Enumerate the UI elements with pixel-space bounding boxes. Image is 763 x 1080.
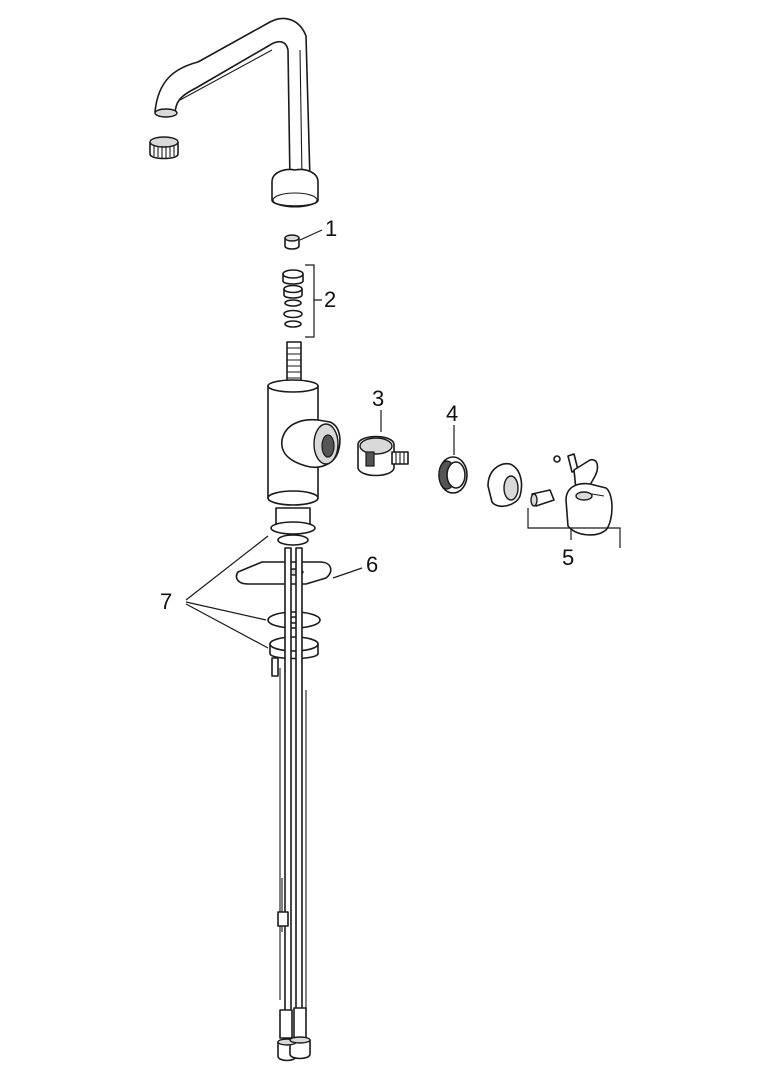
- spout: [154, 17, 319, 208]
- callout-5: 5: [562, 545, 574, 570]
- supply-hoses: [277, 547, 311, 1062]
- callout-1-leader: [299, 229, 323, 241]
- part-3-cartridge: [357, 435, 409, 477]
- aerator: [149, 136, 179, 160]
- part-4-nut: [438, 456, 468, 494]
- lower-nut: [269, 636, 319, 677]
- callout-1: 1: [325, 216, 337, 241]
- callout-4: 4: [446, 401, 458, 426]
- cover-cap: [487, 462, 523, 508]
- part-2-ring-set: [282, 269, 304, 328]
- callout-5-bracket: [527, 508, 621, 548]
- lower-washer: [267, 611, 321, 629]
- callout-6-leader: [332, 567, 363, 579]
- callout-2-bracket: [305, 264, 322, 338]
- part-5-handle-set: [530, 453, 613, 536]
- callout-6: 6: [366, 552, 378, 577]
- callout-7-leaders: [185, 535, 269, 649]
- threaded-stem: [286, 341, 302, 385]
- part-1-nut: [284, 234, 300, 250]
- part-6-plate: [235, 561, 332, 585]
- callout-3: 3: [372, 386, 384, 411]
- upper-washer: [270, 507, 316, 546]
- callout-2: 2: [324, 287, 336, 312]
- callout-7: 7: [160, 589, 172, 614]
- faucet-body: [267, 379, 341, 506]
